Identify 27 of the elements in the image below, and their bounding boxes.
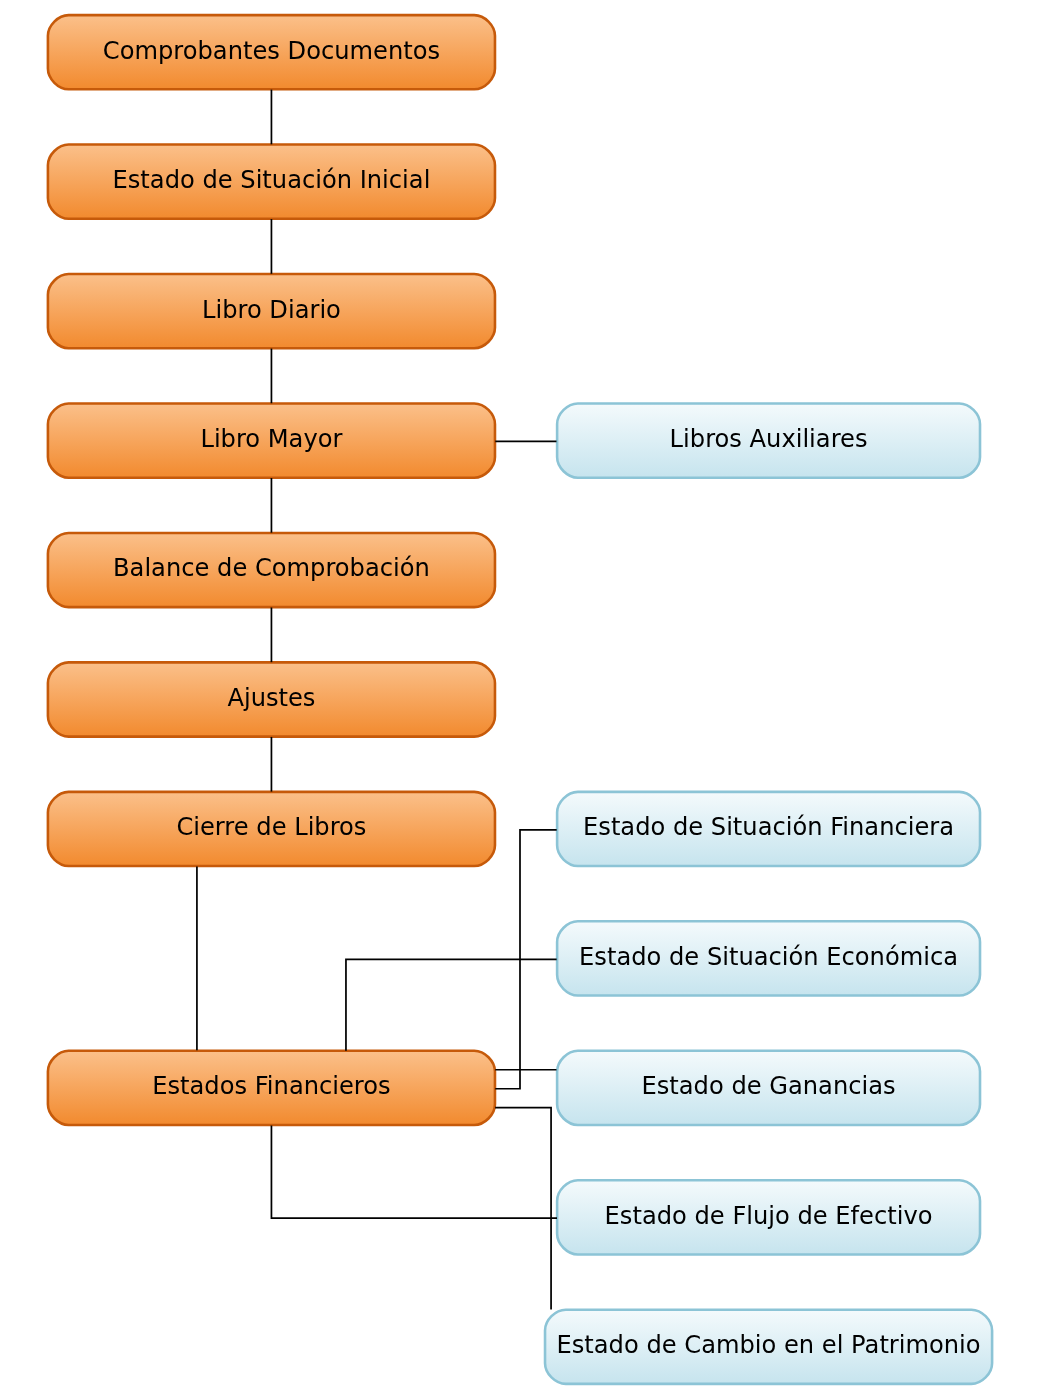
connector [270, 606, 273, 663]
connector [494, 1106, 552, 1311]
node-box: Estado de Cambio en el Patrimonio [543, 1308, 994, 1386]
connector [270, 477, 273, 534]
node-box: Estado de Situación Financiera [555, 790, 982, 868]
connector [270, 736, 273, 793]
connector [270, 1124, 558, 1220]
node-box: Estados Financieros [46, 1049, 497, 1127]
connector [494, 828, 558, 1090]
node-box: Estado de Flujo de Efectivo [555, 1178, 982, 1256]
node-box: Balance de Comprobación [46, 531, 497, 609]
connector [345, 958, 558, 1052]
node-box: Ajustes [46, 661, 497, 738]
node-box: Comprobantes Documentos [46, 13, 497, 91]
connector [270, 347, 273, 405]
connector [270, 218, 273, 275]
node-box: Estado de Ganancias [555, 1049, 982, 1127]
connector [494, 1068, 558, 1071]
connector [270, 88, 273, 146]
node-box: Estado de Situación Económica [555, 920, 982, 997]
connector [196, 865, 198, 1052]
node-box: Libro Mayor [46, 402, 497, 479]
node-box: Libro Diario [46, 272, 497, 350]
node-box: Libros Auxiliares [555, 402, 982, 479]
connector [494, 440, 558, 443]
node-box: Estado de Situación Inicial [46, 143, 497, 221]
node-box: Cierre de Libros [46, 790, 497, 868]
